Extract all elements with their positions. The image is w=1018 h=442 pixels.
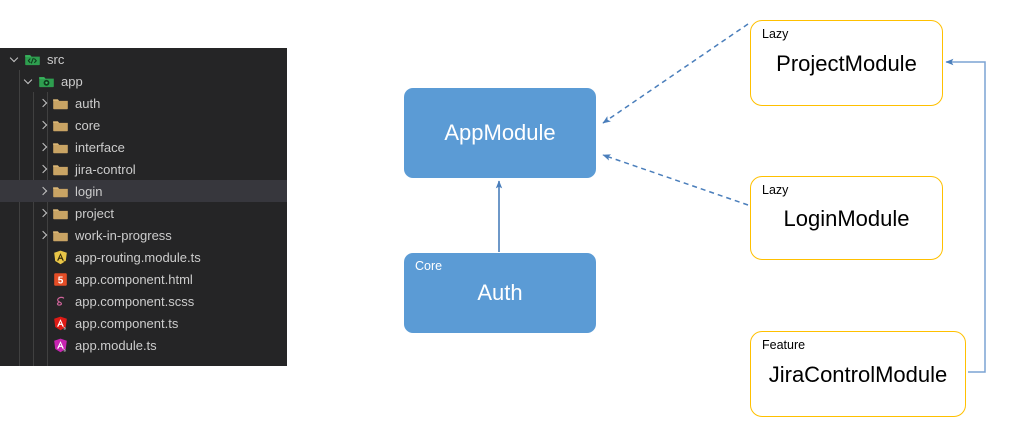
svg-text:5: 5 bbox=[58, 275, 64, 286]
tree-item-app-component-scss[interactable]: app.component.scss bbox=[0, 290, 287, 312]
tree-item-auth[interactable]: auth bbox=[0, 92, 287, 114]
node-tag: Lazy bbox=[762, 183, 789, 197]
tree-item-label: work-in-progress bbox=[75, 227, 172, 243]
tree-item-label: interface bbox=[75, 139, 125, 155]
chevron-right-icon[interactable] bbox=[36, 139, 52, 155]
chevron-right-icon[interactable] bbox=[36, 117, 52, 133]
indent-guide bbox=[19, 70, 20, 366]
tree-item-core[interactable]: core bbox=[0, 114, 287, 136]
tree-item-jira-control[interactable]: jira-control bbox=[0, 158, 287, 180]
node-tag: Feature bbox=[762, 338, 806, 352]
folder-icon bbox=[52, 95, 69, 112]
indent-guide bbox=[33, 92, 34, 366]
tree-item-app-routing-module-ts[interactable]: s app-routing.module.ts bbox=[0, 246, 287, 268]
node-title: ProjectModule bbox=[776, 51, 917, 76]
tree-item-label: app.component.ts bbox=[75, 315, 179, 331]
tree-item-login[interactable]: login bbox=[0, 180, 287, 202]
folder-src-icon bbox=[24, 51, 41, 68]
tree-item-label: app.component.html bbox=[75, 271, 193, 287]
folder-app-icon bbox=[38, 73, 55, 90]
node-app-module: AppModule bbox=[404, 88, 596, 178]
node-tag: Lazy bbox=[762, 27, 789, 41]
tree-item-label: auth bbox=[75, 95, 101, 111]
tree-item-label: project bbox=[75, 205, 115, 221]
tree-item-label: app bbox=[61, 73, 83, 89]
tree-item-app-component-html[interactable]: 5 app.component.html bbox=[0, 268, 287, 290]
no-chevron-spacer bbox=[36, 337, 52, 353]
no-chevron-spacer bbox=[36, 293, 52, 309]
diagram-edges bbox=[495, 23, 986, 373]
folder-icon bbox=[52, 183, 69, 200]
tree-item-src[interactable]: src bbox=[0, 48, 287, 70]
edge-project-to-app bbox=[602, 23, 749, 124]
chevron-down-icon[interactable] bbox=[8, 51, 24, 67]
folder-icon bbox=[52, 205, 69, 222]
edge-jira-to-project bbox=[945, 58, 986, 373]
tree-item-label: app-routing.module.ts bbox=[75, 249, 201, 265]
tree-item-label: login bbox=[75, 183, 103, 199]
tree-item-interface[interactable]: interface bbox=[0, 136, 287, 158]
angular-module-icon: s bbox=[52, 337, 69, 354]
sass-icon bbox=[52, 293, 69, 310]
angular-routing-icon: s bbox=[52, 249, 69, 266]
folder-icon bbox=[52, 117, 69, 134]
folder-icon bbox=[52, 161, 69, 178]
chevron-right-icon[interactable] bbox=[36, 227, 52, 243]
svg-text:s: s bbox=[64, 325, 67, 330]
tree-item-label: app.module.ts bbox=[75, 337, 157, 353]
chevron-down-icon[interactable] bbox=[22, 73, 38, 89]
angular-component-icon: s bbox=[52, 315, 69, 332]
node-title: AppModule bbox=[444, 120, 556, 145]
no-chevron-spacer bbox=[36, 249, 52, 265]
tree-item-app-module-ts[interactable]: s app.module.ts bbox=[0, 334, 287, 356]
chevron-right-icon[interactable] bbox=[36, 183, 52, 199]
tree-item-work-in-progress[interactable]: work-in-progress bbox=[0, 224, 287, 246]
tree-item-app[interactable]: app bbox=[0, 70, 287, 92]
tree-item-label: src bbox=[47, 51, 65, 67]
tree-item-label: app.component.scss bbox=[75, 293, 195, 309]
file-explorer[interactable]: src app auth core interface jira-control login… bbox=[0, 48, 287, 366]
chevron-right-icon[interactable] bbox=[36, 161, 52, 177]
svg-text:s: s bbox=[64, 259, 67, 264]
edge-login-to-app bbox=[602, 154, 749, 206]
chevron-right-icon[interactable] bbox=[36, 205, 52, 221]
node-title: Auth bbox=[477, 280, 523, 305]
folder-icon bbox=[52, 139, 69, 156]
svg-text:s: s bbox=[64, 347, 67, 352]
tree-item-project[interactable]: project bbox=[0, 202, 287, 224]
node-title: LoginModule bbox=[783, 206, 910, 231]
html5-icon: 5 bbox=[52, 271, 69, 288]
tree-item-app-component-ts[interactable]: s app.component.ts bbox=[0, 312, 287, 334]
no-chevron-spacer bbox=[36, 315, 52, 331]
node-tag: Core bbox=[415, 259, 443, 273]
node-title: JiraControlModule bbox=[768, 362, 948, 387]
no-chevron-spacer bbox=[36, 271, 52, 287]
chevron-right-icon[interactable] bbox=[36, 95, 52, 111]
folder-icon bbox=[52, 227, 69, 244]
tree-item-label: jira-control bbox=[75, 161, 136, 177]
tree-item-label: core bbox=[75, 117, 101, 133]
